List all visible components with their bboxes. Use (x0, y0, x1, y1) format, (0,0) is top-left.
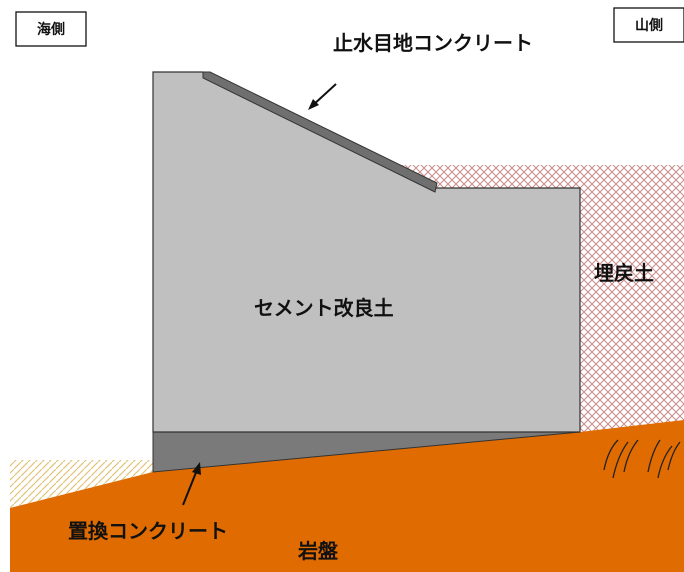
replacement-concrete-label: 置換コンクリート (68, 519, 228, 543)
sea-side-sand (10, 460, 153, 508)
sea-side-box: 海側 (15, 11, 87, 47)
bedrock-label: 岩盤 (297, 539, 339, 563)
backfill-label: 埋戻土 (594, 261, 654, 285)
replacement-leader (182, 462, 201, 506)
cement-improved-soil (152, 71, 581, 433)
mountain-side-label: 山側 (635, 17, 663, 34)
waterstop-leader (308, 83, 337, 110)
cement-soil-label: セメント改良土 (254, 296, 394, 320)
sea-side-label: 海側 (37, 21, 65, 38)
waterstop-concrete-label: 止水目地コンクリート (333, 31, 533, 55)
mountain-side-box: 山側 (613, 7, 684, 43)
bedrock (10, 420, 684, 572)
grass-tufts (603, 439, 681, 479)
waterstop-concrete-strip (202, 71, 438, 193)
